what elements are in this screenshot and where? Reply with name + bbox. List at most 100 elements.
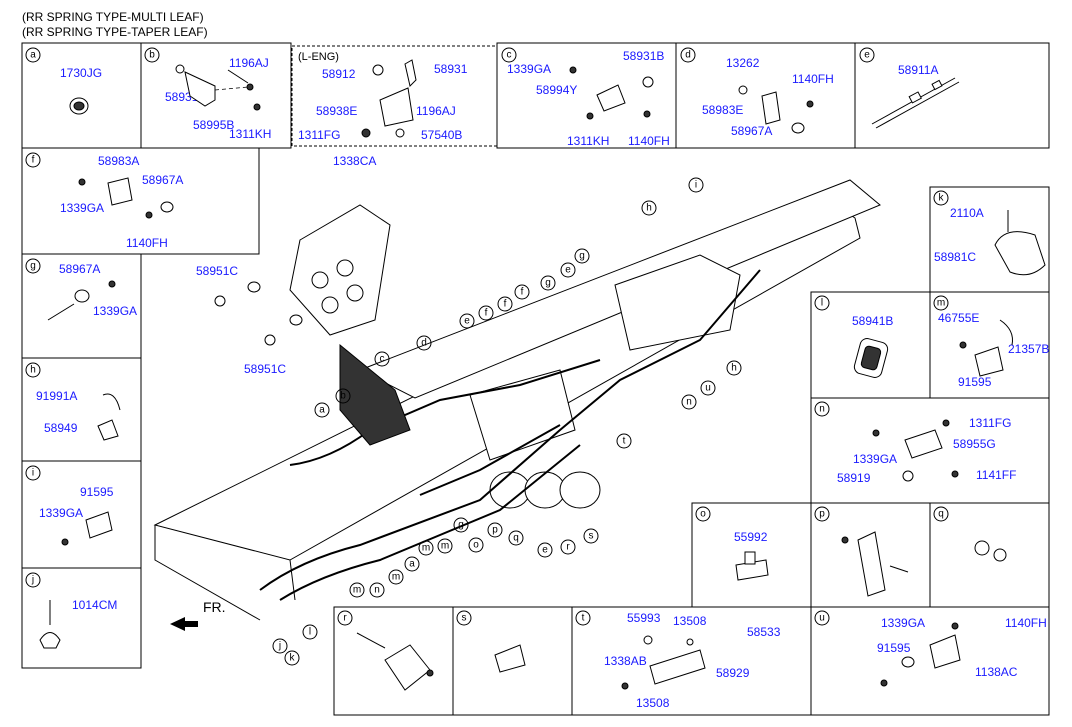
part-58967A-f[interactable]: 58967A: [142, 173, 183, 187]
box-i: i 91595 1339GA: [21, 460, 142, 569]
hose-connector-part: [908, 91, 922, 104]
part-58995B[interactable]: 58995B: [193, 118, 234, 132]
part-57540B[interactable]: 57540B: [421, 128, 462, 142]
svg-text:m: m: [441, 541, 449, 552]
part-58955G[interactable]: 58955G: [953, 437, 996, 451]
part-1339GA-f[interactable]: 1339GA: [60, 201, 104, 215]
part-55992[interactable]: 55992: [734, 530, 768, 544]
box-letter-j: j: [31, 575, 34, 586]
header-line-1: (RR SPRING TYPE-MULTI LEAF): [22, 10, 204, 24]
svg-text:h: h: [646, 203, 652, 214]
part-58949[interactable]: 58949: [44, 421, 78, 435]
svg-text:f: f: [504, 299, 507, 310]
svg-text:h: h: [731, 363, 737, 374]
part-1339GA-c[interactable]: 1339GA: [507, 62, 551, 76]
svg-text:c: c: [380, 354, 385, 365]
svg-text:t: t: [623, 436, 626, 447]
part-58951C-b[interactable]: 58951C: [244, 362, 286, 376]
block-t-part: [649, 649, 706, 685]
part-21357B[interactable]: 21357B: [1008, 342, 1049, 356]
box-letter-c: c: [507, 50, 512, 61]
part-58533[interactable]: 58533: [747, 625, 781, 639]
part-58919[interactable]: 58919: [837, 471, 871, 485]
svg-text:p: p: [492, 525, 498, 536]
box-q: q: [929, 502, 1050, 608]
part-58941B[interactable]: 58941B: [852, 314, 893, 328]
heat-shield-black: [339, 343, 411, 446]
clamp-j-part: [39, 632, 61, 649]
part-1140FH-c[interactable]: 1140FH: [628, 134, 670, 148]
part-1311KH-c[interactable]: 1311KH: [567, 134, 609, 148]
part-58983A[interactable]: 58983A: [98, 154, 139, 168]
svg-text:m: m: [392, 572, 400, 583]
box-letter-o: o: [700, 509, 706, 520]
part-46755E[interactable]: 46755E: [938, 311, 979, 325]
callouts: a b c d e f f f g e g h i h u n t g p q …: [272, 177, 742, 666]
box-leng: (L-ENG) 58912 58931 58938E 1196AJ 1311FG…: [291, 45, 498, 147]
part-1140FH-d[interactable]: 1140FH: [792, 72, 834, 86]
part-1140FH-u[interactable]: 1140FH: [1005, 616, 1047, 630]
part-91991A[interactable]: 91991A: [36, 389, 77, 403]
svg-text:m: m: [353, 585, 361, 596]
part-58967A-d[interactable]: 58967A: [731, 124, 772, 138]
part-1339GA-n[interactable]: 1339GA: [853, 452, 897, 466]
bracket-p-part: [857, 531, 886, 597]
fitting-s-part: [494, 644, 526, 673]
part-13262[interactable]: 13262: [726, 56, 760, 70]
part-58938E[interactable]: 58938E: [316, 104, 357, 118]
heat-shield: [289, 204, 391, 336]
part-91595-u[interactable]: 91595: [877, 641, 911, 655]
part-58951C-a[interactable]: 58951C: [196, 264, 238, 278]
svg-text:e: e: [464, 316, 470, 327]
box-letter-s: s: [462, 613, 467, 624]
svg-text:j: j: [278, 641, 281, 652]
part-1014CM[interactable]: 1014CM: [72, 598, 117, 612]
part-1196AJ-leng[interactable]: 1196AJ: [416, 104, 456, 118]
part-58931-leng[interactable]: 58931: [434, 62, 468, 76]
part-1141FF[interactable]: 1141FF: [976, 468, 1016, 482]
part-1730JG[interactable]: 1730JG: [60, 66, 102, 80]
part-1311FG-n[interactable]: 1311FG: [969, 416, 1011, 430]
part-13508-a[interactable]: 13508: [673, 614, 707, 628]
heat-shield-assembly: 1338CA 58951C 58951C: [196, 154, 391, 376]
part-1338CA[interactable]: 1338CA: [333, 154, 376, 168]
diagram-header: (RR SPRING TYPE-MULTI LEAF) (RR SPRING T…: [22, 10, 208, 40]
part-2110A[interactable]: 2110A: [950, 206, 984, 220]
box-letter-l: l: [821, 298, 823, 309]
box-letter-m: m: [937, 298, 945, 309]
part-13508-b[interactable]: 13508: [636, 696, 670, 710]
part-1338AB[interactable]: 1338AB: [604, 654, 647, 668]
part-1140FH-f[interactable]: 1140FH: [126, 236, 168, 250]
part-55993[interactable]: 55993: [627, 611, 661, 625]
box-h: h 91991A 58949: [21, 357, 142, 462]
part-1339GA-i[interactable]: 1339GA: [39, 506, 83, 520]
svg-text:d: d: [421, 338, 427, 349]
svg-text:n: n: [686, 397, 692, 408]
box-letter-h: h: [30, 365, 36, 376]
part-1339GA-g[interactable]: 1339GA: [93, 304, 137, 318]
part-58929[interactable]: 58929: [716, 666, 750, 680]
part-58981C[interactable]: 58981C: [934, 250, 976, 264]
part-58983E[interactable]: 58983E: [702, 103, 743, 117]
box-g: g 58967A 1339GA: [21, 253, 142, 359]
part-58967A-g[interactable]: 58967A: [59, 262, 100, 276]
part-91595-i[interactable]: 91595: [80, 485, 114, 499]
part-58911A[interactable]: 58911A: [898, 63, 938, 77]
part-91595-m[interactable]: 91595: [958, 375, 992, 389]
fuel-tank: [469, 254, 741, 509]
part-58931B[interactable]: 58931B: [623, 49, 664, 63]
part-1311KH[interactable]: 1311KH: [229, 127, 271, 141]
part-1196AJ[interactable]: 1196AJ: [229, 56, 269, 70]
box-e: e 58911A: [854, 42, 1050, 149]
part-58912[interactable]: 58912: [322, 67, 356, 81]
box-t: t 55993 13508 58533 1338AB 58929 13508: [571, 606, 812, 716]
svg-text:g: g: [579, 251, 585, 262]
part-1138AC[interactable]: 1138AC: [975, 665, 1018, 679]
part-1311FG-leng[interactable]: 1311FG: [298, 128, 340, 142]
box-n: n 1311FG 58955G 1339GA 1141FF 58919: [810, 397, 1050, 504]
part-1339GA-u[interactable]: 1339GA: [881, 616, 925, 630]
bracket-f-part: [107, 177, 133, 206]
box-f: f 58983A 58967A 1339GA 1140FH: [21, 147, 260, 255]
box-letter-r: r: [343, 613, 347, 624]
part-58994Y[interactable]: 58994Y: [536, 83, 577, 97]
